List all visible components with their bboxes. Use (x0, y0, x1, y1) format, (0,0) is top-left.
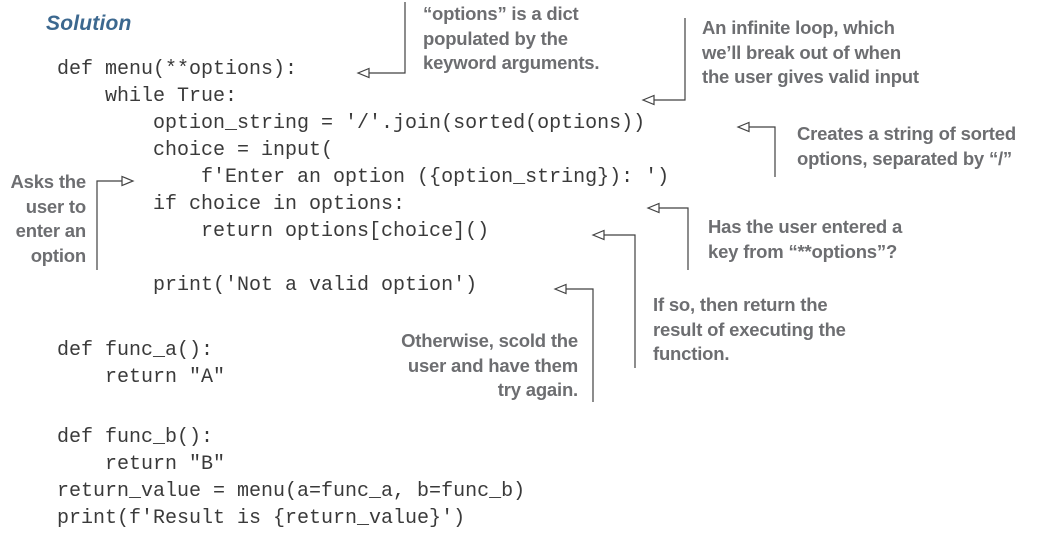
connector-line (749, 126, 776, 177)
annotation-asks-user: Asks the user to enter an option (10, 171, 86, 266)
annotation-sorted-options: Creates a string of sorted options, sepa… (797, 123, 1016, 169)
annotation-options-dict: “options” is a dict populated by the key… (423, 3, 600, 73)
annotation-infinite-loop: An infinite loop, which we’ll break out … (702, 17, 919, 87)
connector-sorted-options (736, 121, 776, 177)
code-block-func-a: def func_a(): return "A" (57, 339, 226, 389)
code-block-func-b-and-calls: def func_b(): return "B" return_value = … (57, 426, 526, 530)
code-block-menu-function: def menu(**options): while True: option_… (57, 58, 670, 297)
annotation-return-result: If so, then return the result of executi… (653, 294, 846, 364)
annotation-key-check: Has the user entered a key from “**optio… (708, 216, 903, 262)
arrow-left-icon (736, 121, 750, 133)
solution-heading: Solution (46, 12, 132, 35)
annotation-scold-user: Otherwise, scold the user and have them … (401, 330, 578, 400)
